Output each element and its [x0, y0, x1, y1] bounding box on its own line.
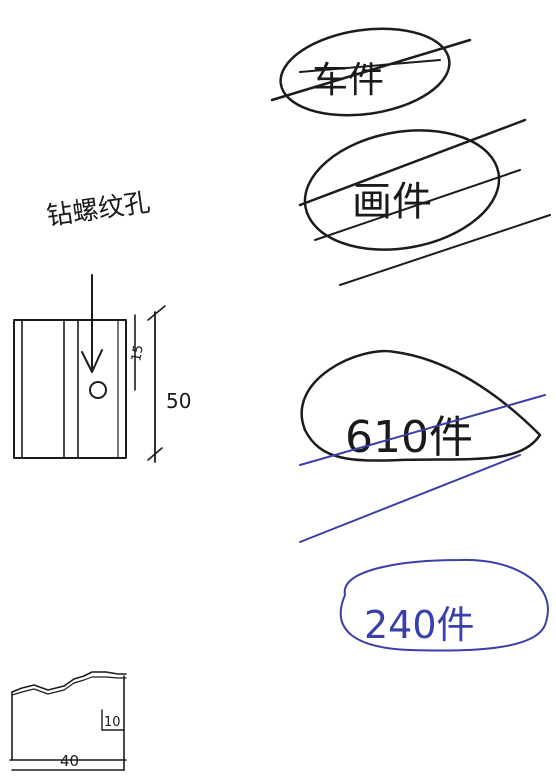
count-4-text: 240件	[364, 603, 475, 647]
note-drill-thread-hole: 钻螺纹孔	[45, 188, 152, 232]
dim-height: 50	[166, 389, 191, 413]
count-3-text: 610件	[345, 412, 473, 463]
annotation-count-1: 车件	[270, 27, 472, 117]
annotation-count-3: 610件	[299, 349, 546, 543]
profile-drawing: 10 40	[9, 671, 127, 771]
dim-hole-offset: 15	[129, 344, 147, 363]
dim-step: 10	[104, 715, 121, 730]
annotation-count-4: 240件	[339, 558, 549, 652]
count-2-text: 画件	[352, 179, 432, 225]
annotation-count-2: 画件	[298, 118, 551, 286]
count-1-text: 车件	[312, 60, 384, 101]
part-drawing: 15 50	[13, 274, 191, 463]
dim-width: 40	[60, 752, 79, 770]
